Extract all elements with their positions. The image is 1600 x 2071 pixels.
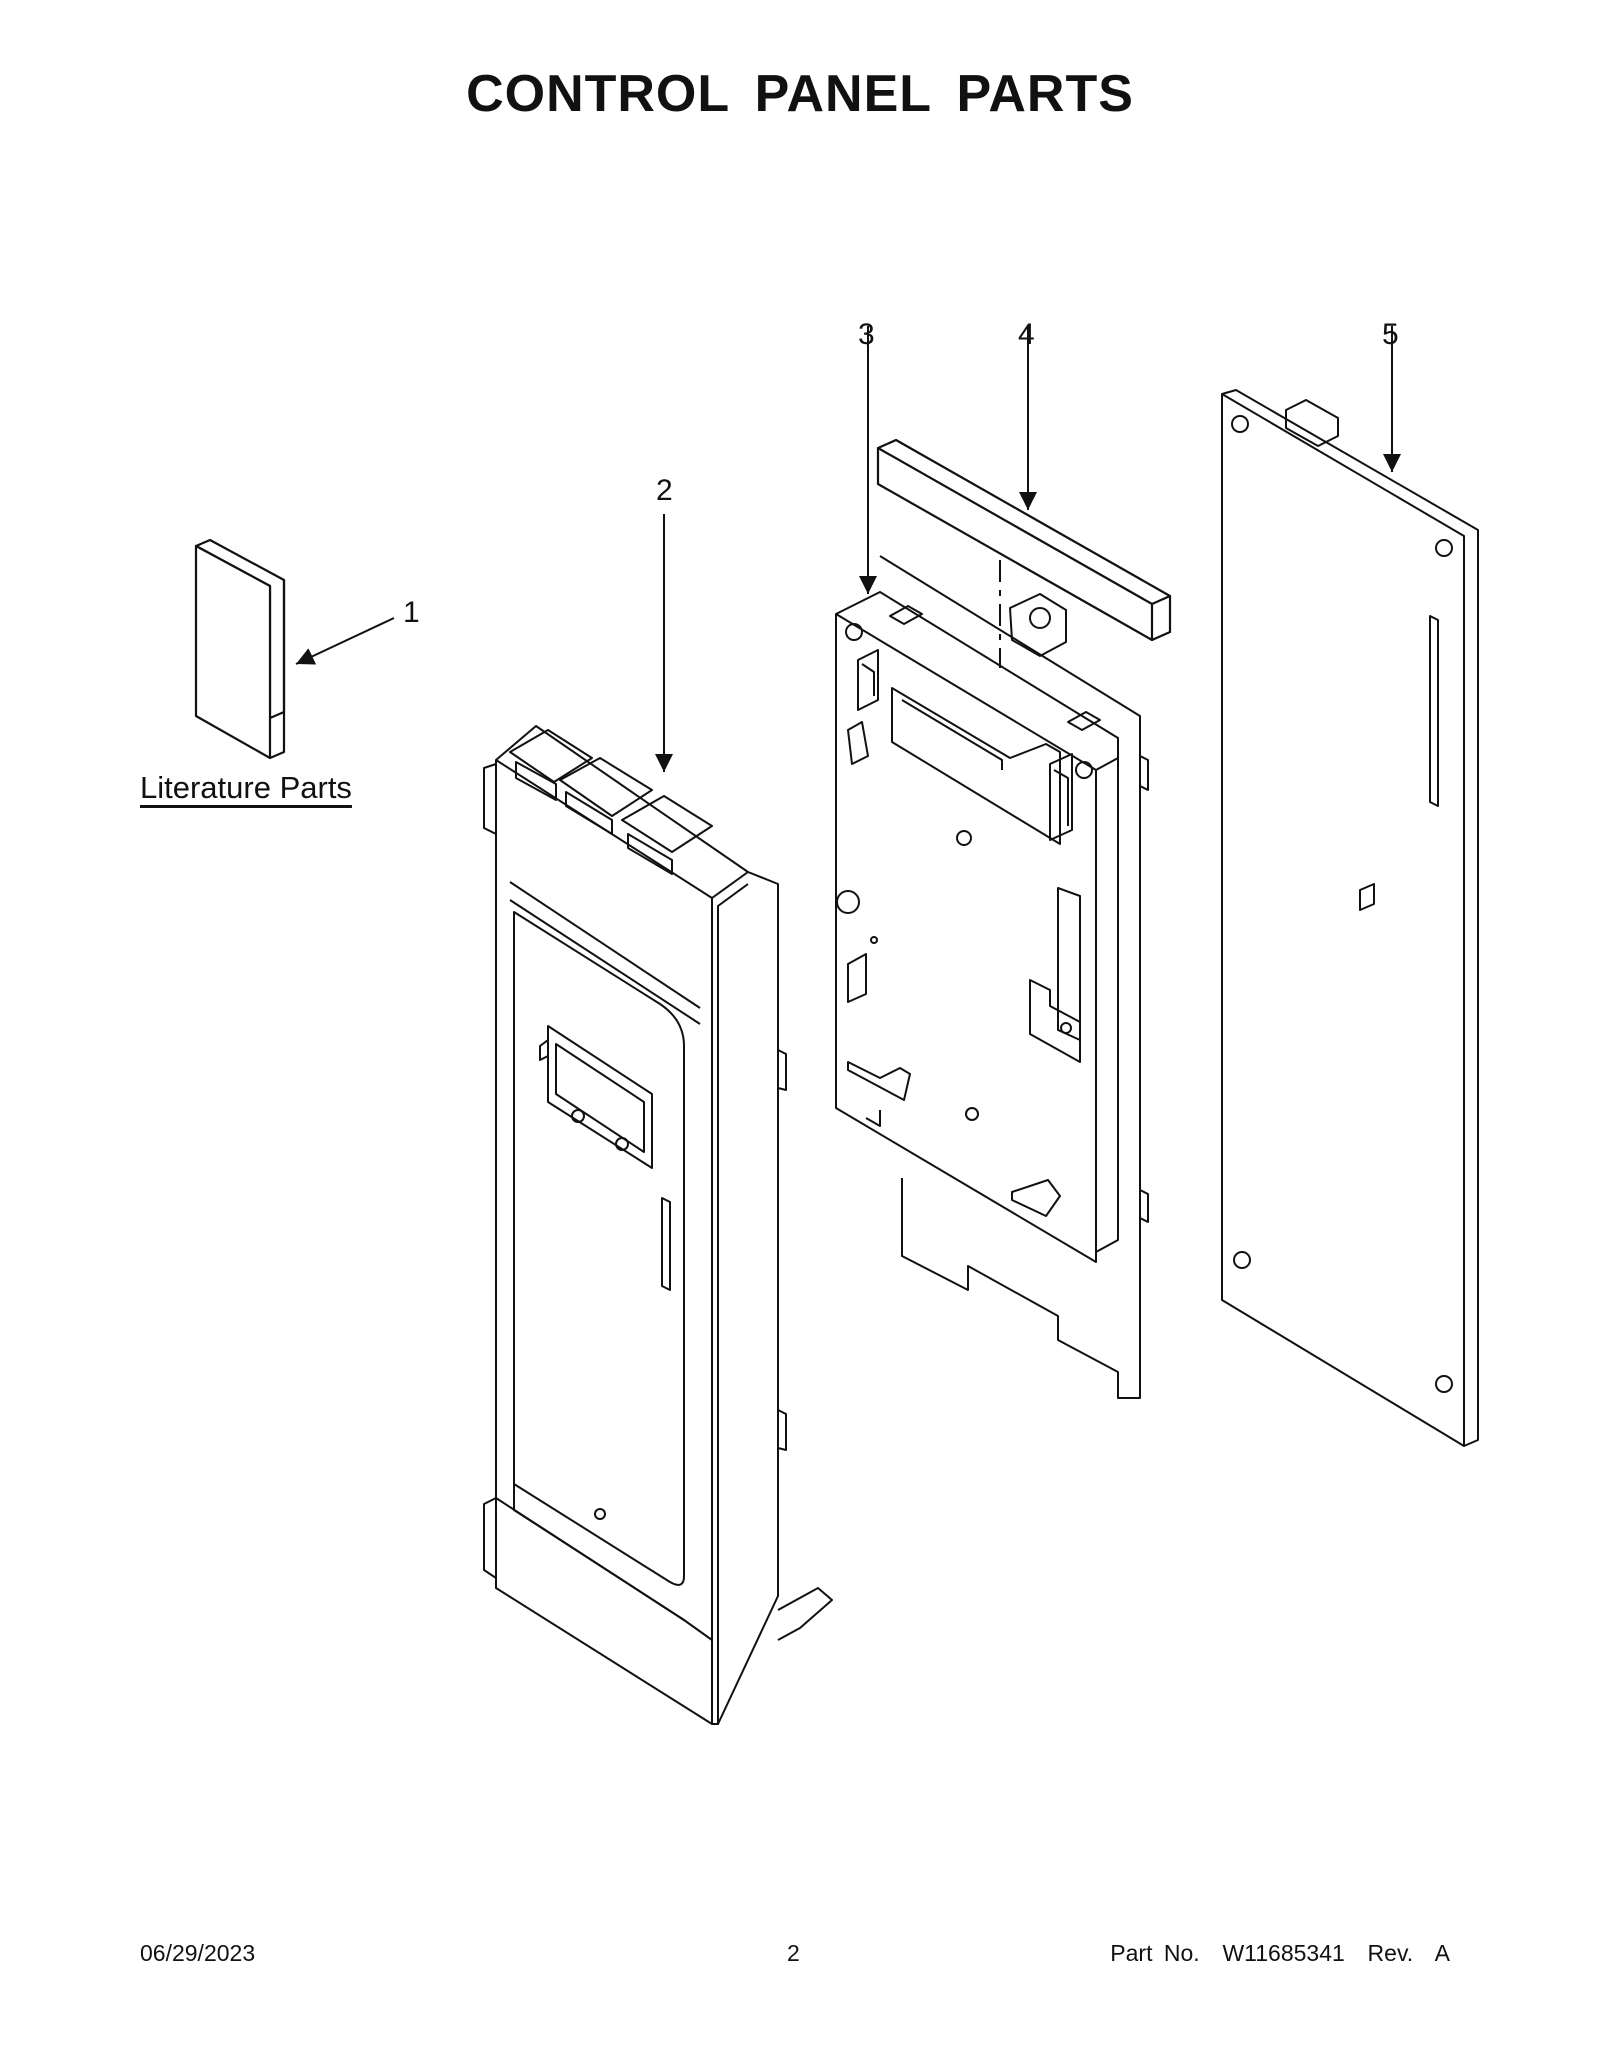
page-title: CONTROL PANEL PARTS [466,65,1134,123]
callout-1: 1 [403,596,420,629]
callout-3: 3 [858,318,875,351]
callout-arrow-1 [295,617,395,665]
footer-page-number: 2 [787,1940,800,1966]
callout-2: 2 [656,474,673,507]
footer-part-number: Part No. W11685341 Rev. A [1110,1940,1450,1966]
part-5-circuit-board [1221,389,1479,1447]
part-2-control-panel-housing [483,725,833,1725]
footer-date: 06/29/2023 [140,1940,256,1966]
part-3-control-bracket [835,555,1149,1399]
callout-5: 5 [1382,318,1399,351]
part-4-foam-strip [876,438,1172,642]
part-1-literature-booklet [194,538,286,760]
callout-arrows [295,326,1401,772]
callout-4: 4 [1018,318,1035,351]
literature-parts-label: Literature Parts [140,770,352,805]
